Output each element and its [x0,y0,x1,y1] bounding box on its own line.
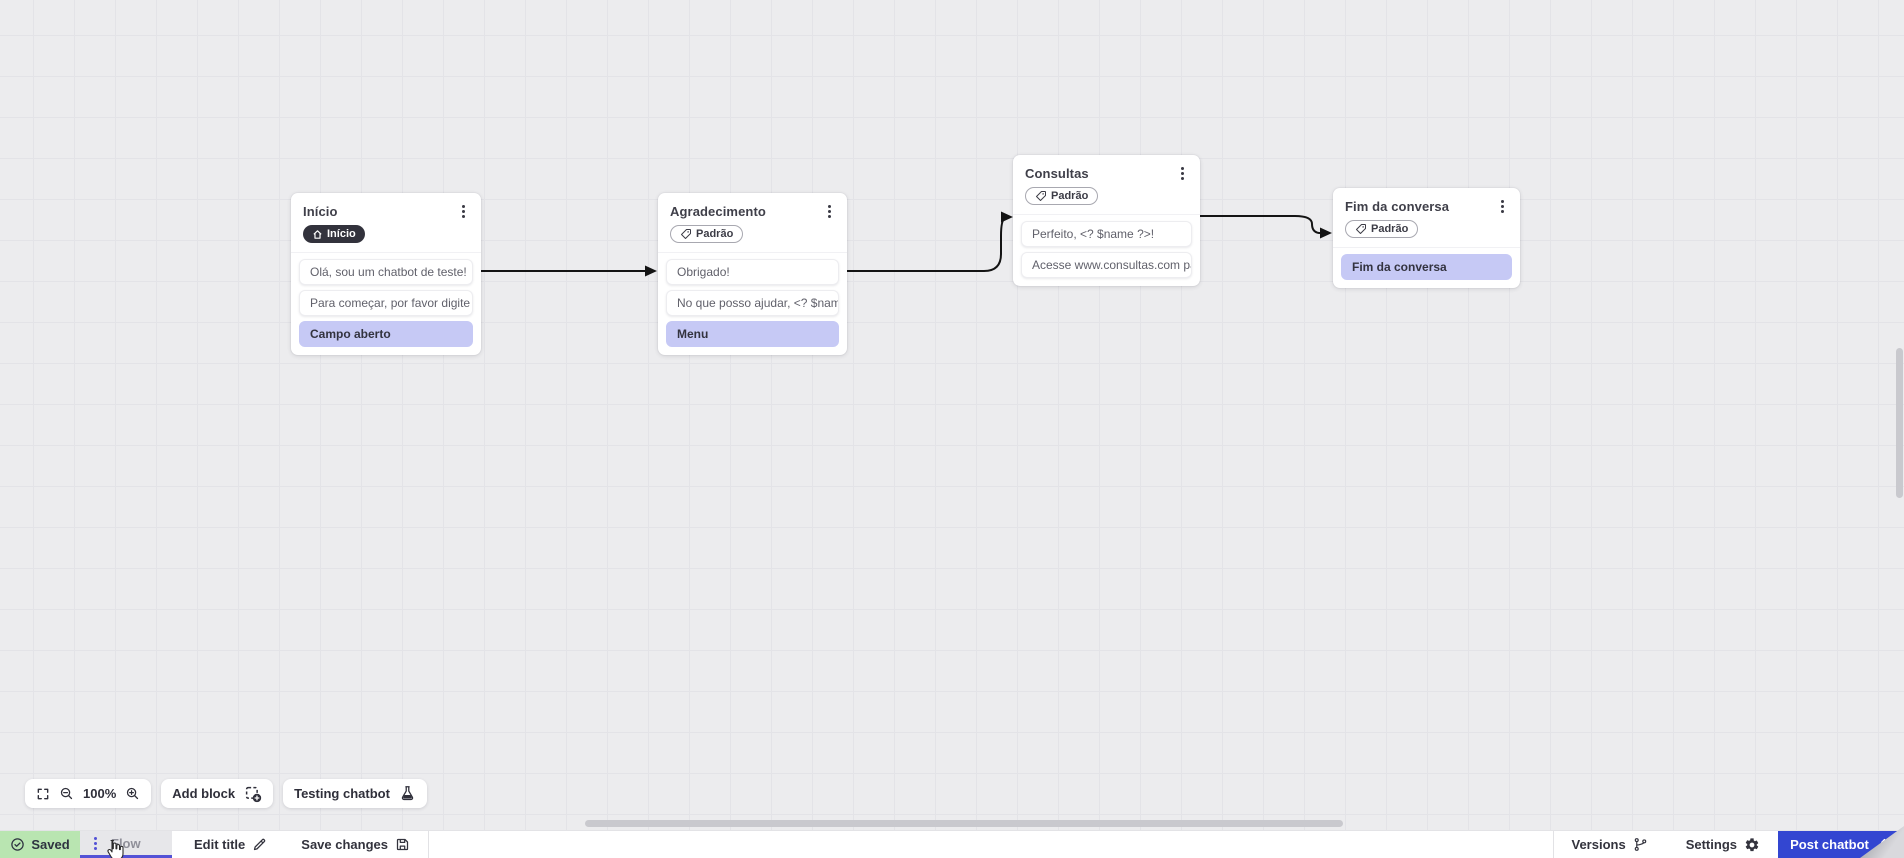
branch-icon [1634,838,1646,851]
flow-canvas[interactable]: Início Início Olá, sou um chatbot de tes… [0,0,1904,830]
node-title: Fim da conversa [1345,198,1450,214]
save-icon [396,838,409,851]
message-block[interactable]: Obrigado! [666,259,839,285]
vertical-scrollbar[interactable] [1896,348,1903,498]
tag-icon [1036,191,1046,201]
canvas-toolbar: 100% Add block Testing chatbot [25,779,427,808]
arrowhead-icon [645,265,657,277]
flow-tab-label: Flow [111,835,141,851]
testing-chatbot-label: Testing chatbot [294,786,390,801]
save-changes-button[interactable]: Save changes [301,831,410,858]
node-title: Consultas [1025,165,1089,181]
badge-label: Padrão [696,228,734,240]
horizontal-scrollbar[interactable] [585,820,1343,827]
block-list: Olá, sou um chatbot de teste! Para começ… [291,253,481,355]
status-bar: Saved Flow Edit title Save changes Versi… [0,830,1904,858]
fullscreen-icon[interactable] [36,787,50,801]
post-chatbot-label: Post chatbot [1790,837,1869,852]
block-list: Perfeito, <? $name ?>! Acesse www.consul… [1013,215,1200,286]
node-title: Agradecimento [670,203,766,219]
versions-label: Versions [1571,837,1626,852]
message-block[interactable]: Acesse www.consultas.com par... [1021,252,1192,278]
message-block[interactable]: Olá, sou um chatbot de teste! [299,258,473,285]
add-block-icon [244,785,262,803]
block-list: Obrigado! No que posso ajudar, <? $name … [658,253,847,355]
node-menu-icon[interactable] [1177,165,1188,182]
block-list: Fim da conversa [1333,248,1520,288]
message-block[interactable]: No que posso ajudar, <? $name ... [666,290,839,316]
flow-menu-icon[interactable] [90,835,101,852]
connector-consultas-fim [1199,215,1322,234]
badge-label: Início [327,228,356,240]
tag-icon [681,229,691,239]
menu-block[interactable]: Menu [666,321,839,347]
pencil-icon [254,838,266,851]
end-block[interactable]: Fim da conversa [1341,254,1512,280]
flow-node-inicio[interactable]: Início Início Olá, sou um chatbot de tes… [291,193,481,355]
arrowhead-icon [1320,227,1332,239]
gear-icon [1745,837,1759,851]
add-block-label: Add block [172,786,236,801]
tag-badge: Padrão [1025,187,1099,205]
node-menu-icon[interactable] [824,203,835,220]
settings-label: Settings [1685,837,1737,852]
add-block-button[interactable]: Add block [161,779,274,808]
connection-lines [480,211,1332,277]
arrowhead-icon [1001,211,1013,223]
badge-label: Padrão [1371,223,1409,235]
node-header: Fim da conversa Padrão [1333,188,1520,248]
badge-label: Padrão [1051,190,1089,202]
node-header: Consultas Padrão [1013,155,1200,215]
tab-flow[interactable]: Flow [80,831,172,858]
home-icon [313,229,322,239]
zoom-in-icon[interactable] [125,786,140,801]
flow-node-fim-da-conversa[interactable]: Fim da conversa Padrão Fim da conversa [1333,188,1520,288]
tag-icon [1356,224,1366,234]
node-title: Início [303,203,338,219]
flask-icon [399,785,416,802]
flow-node-agradecimento[interactable]: Agradecimento Padrão Obrigado! No que po… [658,193,847,355]
node-menu-icon[interactable] [1497,198,1508,215]
zoom-level: 100% [83,786,117,801]
zoom-controls: 100% [25,779,152,808]
flow-node-consultas[interactable]: Consultas Padrão Perfeito, <? $name ?>! … [1013,155,1200,286]
edit-title-label: Edit title [194,837,246,852]
save-changes-label: Save changes [301,837,388,852]
message-block[interactable]: Para começar, por favor digite o ... [299,289,473,316]
node-header: Início Início [291,193,481,253]
testing-chatbot-button[interactable]: Testing chatbot [283,779,427,808]
connector-agradecimento-consultas [846,217,1006,272]
versions-button[interactable]: Versions [1572,831,1648,858]
zoom-out-icon[interactable] [59,786,74,801]
tag-badge: Padrão [670,225,744,243]
saved-label: Saved [31,837,70,852]
start-badge: Início [303,225,365,243]
message-block[interactable]: Perfeito, <? $name ?>! [1021,221,1192,247]
node-header: Agradecimento Padrão [658,193,847,253]
tag-badge: Padrão [1345,220,1419,238]
statusbar-spacer [429,831,1553,858]
check-circle-icon [11,838,25,851]
node-menu-icon[interactable] [458,203,469,220]
divider [428,831,429,858]
open-field-block[interactable]: Campo aberto [299,320,473,347]
saved-status-badge: Saved [0,831,80,858]
divider [1552,831,1554,858]
settings-button[interactable]: Settings [1686,831,1760,858]
edit-title-button[interactable]: Edit title [194,831,267,858]
